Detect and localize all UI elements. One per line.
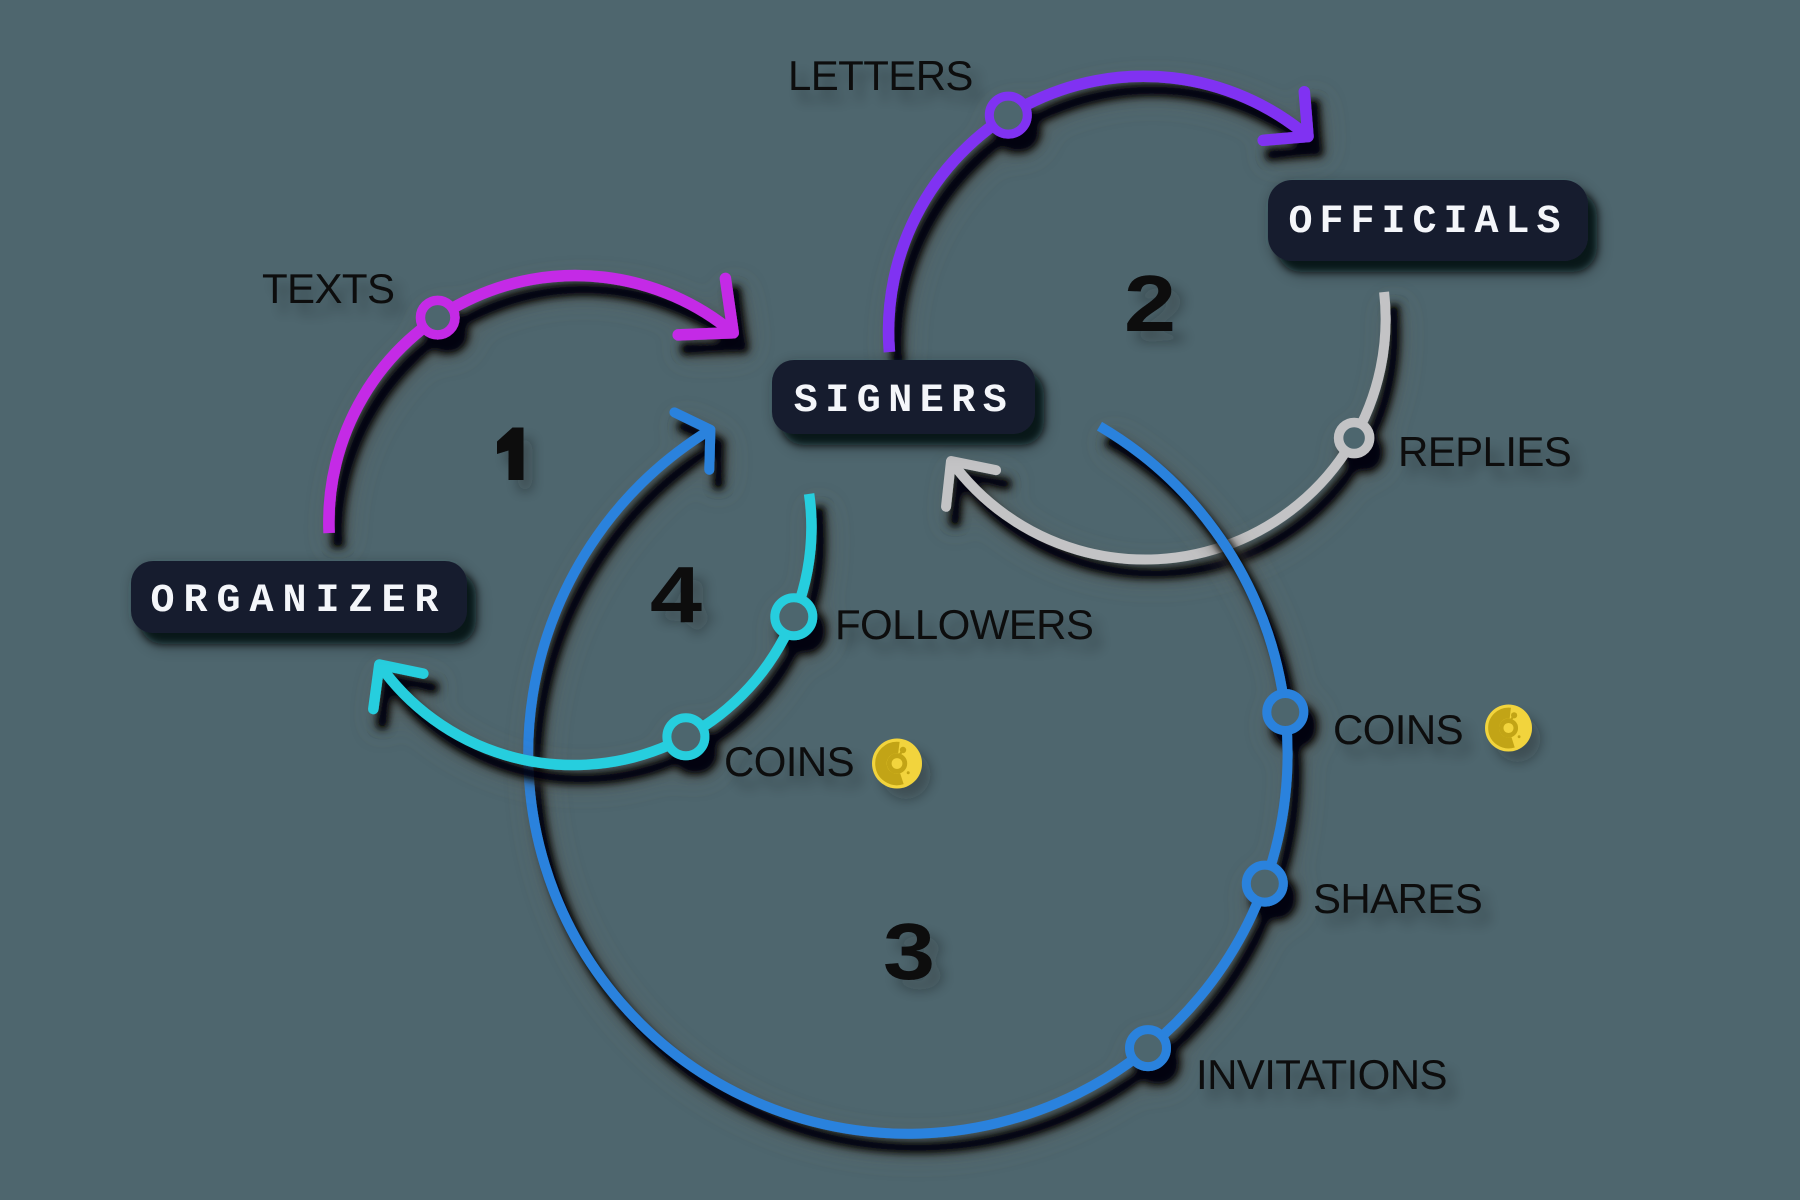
svg-text:FOLLOWERS: FOLLOWERS (835, 601, 1093, 648)
svg-text:INVITATIONS: INVITATIONS (1196, 1051, 1447, 1098)
svg-text:ORGANIZER: ORGANIZER (150, 579, 447, 624)
svg-text:LETTERS: LETTERS (788, 52, 973, 99)
svg-text:OFFICIALS: OFFICIALS (1288, 200, 1567, 245)
svg-text:COINS: COINS (1333, 706, 1463, 753)
svg-text:4: 4 (650, 550, 702, 639)
svg-text:COINS: COINS (724, 738, 854, 785)
svg-text:3: 3 (883, 907, 935, 996)
svg-text:REPLIES: REPLIES (1398, 428, 1571, 475)
svg-text:SIGNERS: SIGNERS (794, 379, 1015, 424)
svg-text:TEXTS: TEXTS (262, 265, 394, 312)
svg-text:2: 2 (1124, 259, 1176, 348)
svg-text:SHARES: SHARES (1313, 875, 1482, 922)
